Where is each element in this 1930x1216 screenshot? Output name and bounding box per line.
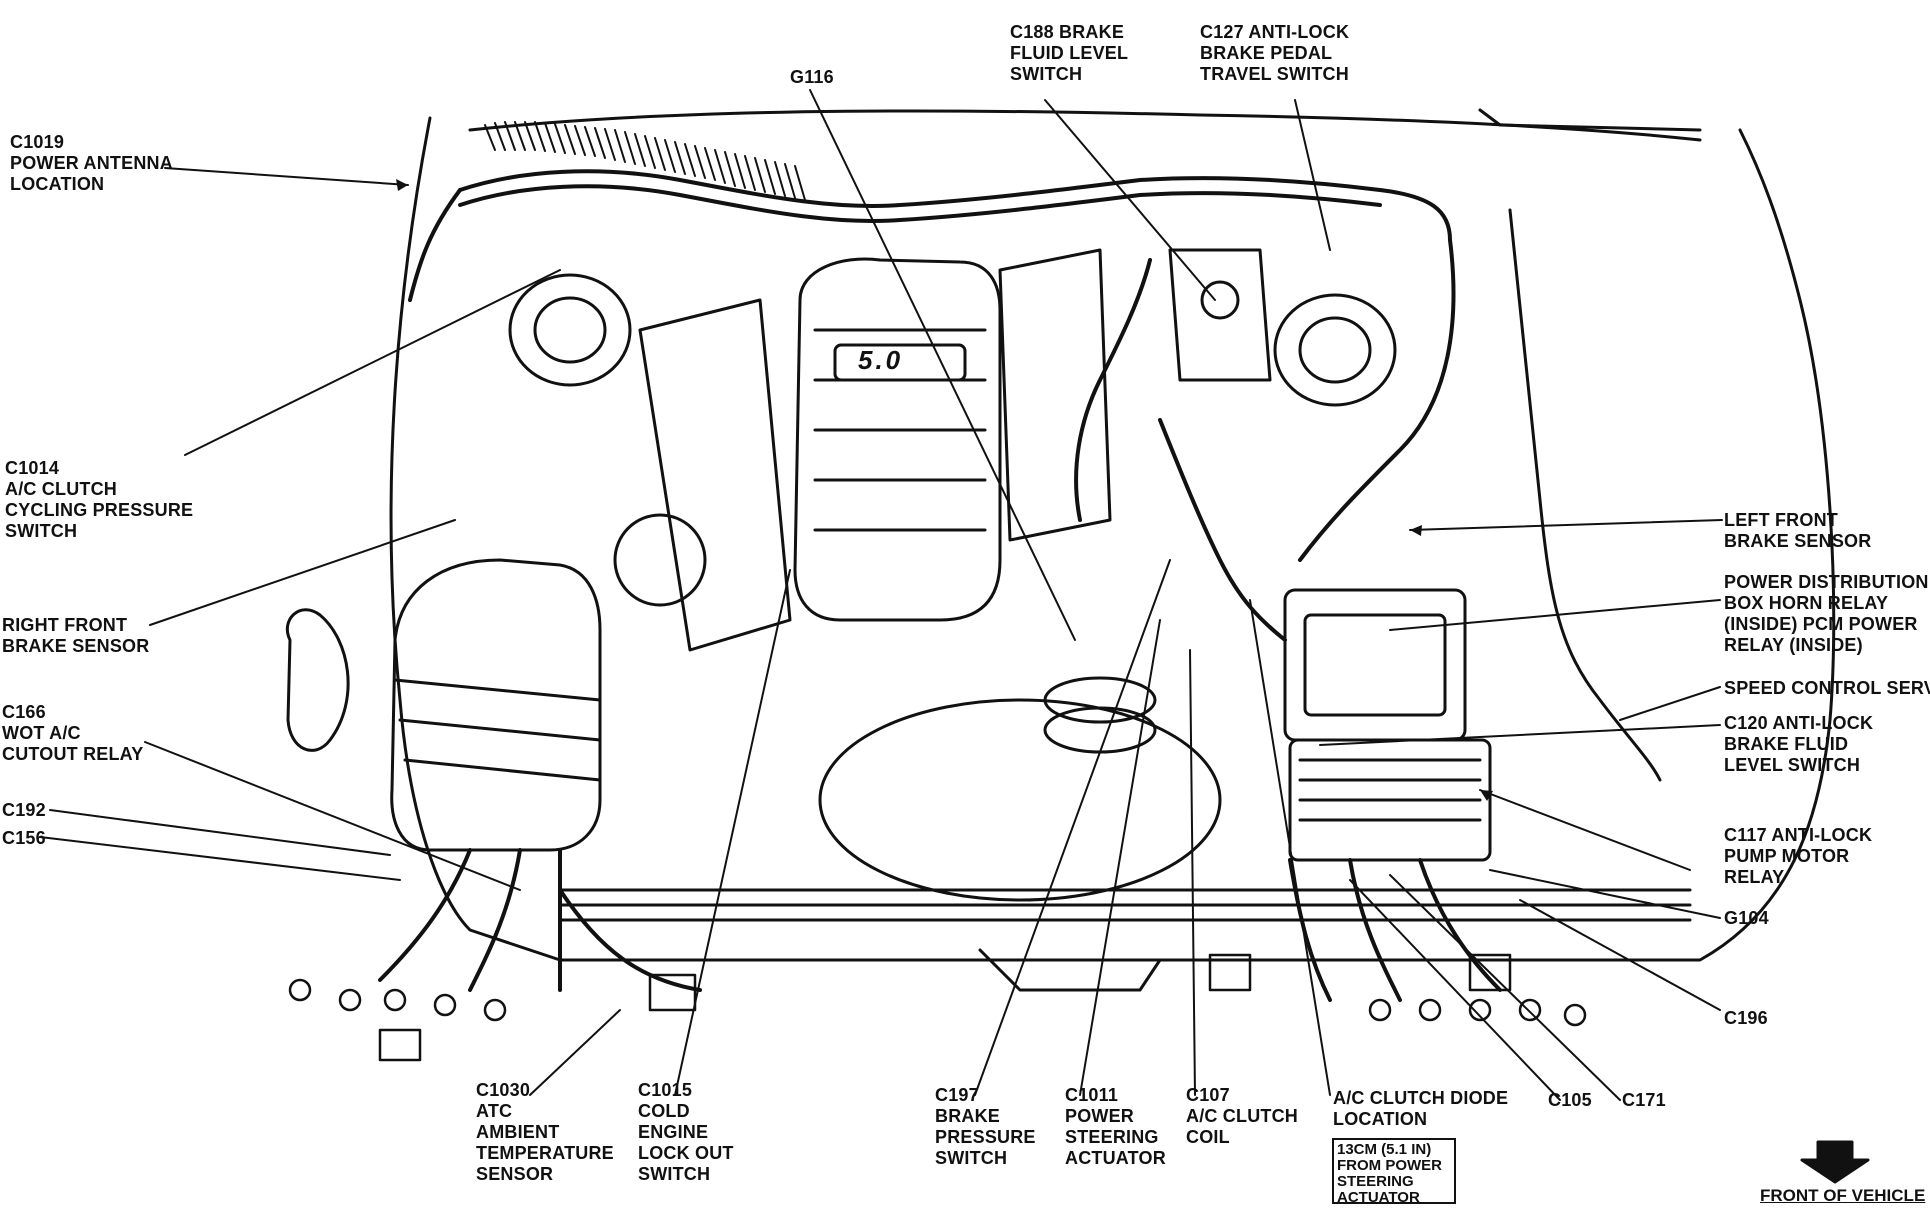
engine-badge-text: 5.0 xyxy=(858,345,904,375)
left-valve-cover xyxy=(638,298,792,652)
body-outline xyxy=(389,116,1836,962)
hood-prop-rod xyxy=(1508,208,1662,782)
power-distribution-box xyxy=(1283,588,1467,742)
label-power-distribution: POWER DISTRIBUTION BOX HORN RELAY (INSID… xyxy=(1724,572,1929,655)
label-c120: C120 ANTI-LOCK BRAKE FLUID LEVEL SWITCH xyxy=(1724,713,1874,775)
washer-reservoir xyxy=(285,608,350,752)
label-c1014: C1014 A/C CLUTCH CYCLING PRESSURE SWITCH xyxy=(5,458,194,541)
label-c117: C117 ANTI-LOCK PUMP MOTOR RELAY xyxy=(1724,825,1873,887)
label-c188: C188 BRAKE FLUID LEVEL SWITCH xyxy=(1010,22,1129,84)
label-c166: C166 WOT A/C CUTOUT RELAY xyxy=(2,702,144,764)
label-left-front-brake-sensor: LEFT FRONT BRAKE SENSOR xyxy=(1724,510,1872,551)
alternator xyxy=(613,513,707,607)
label-c1011: C1011 POWER STEERING ACTUATOR xyxy=(1065,1085,1166,1168)
fan-shroud xyxy=(818,698,1222,902)
label-ac-clutch-diode: A/C CLUTCH DIODE LOCATION xyxy=(1333,1088,1509,1129)
cowl-vent xyxy=(484,121,806,201)
label-c105: C105 xyxy=(1548,1090,1592,1110)
label-c1019: C1019 POWER ANTENNA LOCATION xyxy=(10,132,173,194)
label-c1015: C1015 COLD ENGINE LOCK OUT SWITCH xyxy=(638,1080,734,1184)
label-g104: G104 xyxy=(1724,908,1769,928)
label-g116: G116 xyxy=(790,67,834,87)
label-speed-control-servo: SPEED CONTROL SERVO xyxy=(1724,678,1930,698)
harness-connectors xyxy=(288,953,1587,1062)
label-c196: C196 xyxy=(1724,1008,1768,1028)
label-c197: C197 BRAKE PRESSURE SWITCH xyxy=(935,1085,1036,1168)
label-c156: C156 xyxy=(2,828,46,848)
front-arrow xyxy=(1800,1140,1870,1184)
label-c1030: C1030 ATC AMBIENT TEMPERATURE SENSOR xyxy=(476,1080,614,1184)
right-strut-tower xyxy=(1273,293,1397,407)
engine-badge-plate xyxy=(833,343,967,382)
master-cylinder xyxy=(1168,248,1272,382)
label-front-of-vehicle: FRONT OF VEHICLE xyxy=(1760,1186,1926,1205)
air-cleaner xyxy=(390,558,602,852)
diode-location-note: 13CM (5.1 IN) FROM POWER STEERING ACTUAT… xyxy=(1332,1138,1456,1206)
label-c192: C192 xyxy=(2,800,46,820)
intake-manifold xyxy=(793,257,1002,622)
abs-unit xyxy=(1288,738,1492,862)
leader-lines xyxy=(39,89,1723,1101)
label-right-front-brake-sensor: RIGHT FRONT BRAKE SENSOR xyxy=(2,615,150,656)
label-c107: C107 A/C CLUTCH COIL xyxy=(1186,1085,1298,1147)
radiator-support xyxy=(558,888,1692,922)
left-strut-tower xyxy=(508,273,632,387)
right-valve-cover xyxy=(998,248,1112,542)
label-c171: C171 xyxy=(1622,1090,1666,1110)
label-c127: C127 ANTI-LOCK BRAKE PEDAL TRAVEL SWITCH xyxy=(1200,22,1350,84)
crank-pulley xyxy=(1043,676,1157,724)
